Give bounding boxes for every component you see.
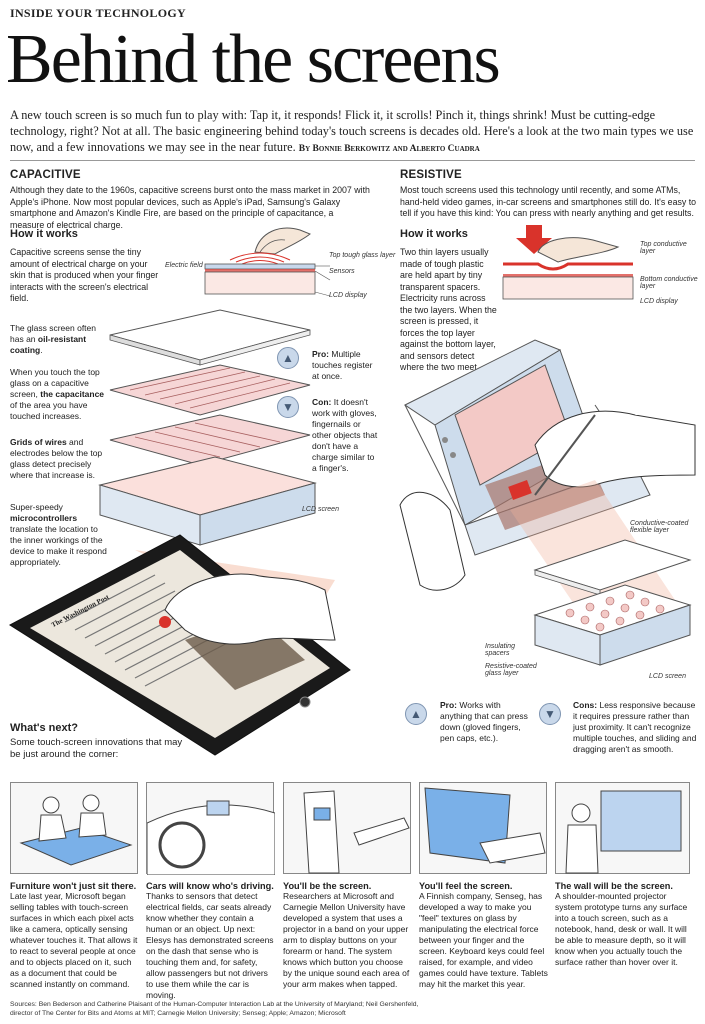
resistive-cons-label: Cons: bbox=[573, 700, 598, 710]
panel-furniture: Furniture won't just sit there. Late las… bbox=[10, 881, 140, 990]
panel-arm-image bbox=[283, 782, 411, 874]
label-lcd-screen-capacitive: LCD screen bbox=[302, 506, 339, 513]
panel-car-title: Cars will know who's driving. bbox=[146, 881, 274, 891]
panel-wall-text: A shoulder-mounted projector system prot… bbox=[555, 891, 688, 967]
capacitive-con: Con: It doesn't work with gloves, finger… bbox=[312, 397, 380, 474]
resistive-pro-text: Works with anything that can press down … bbox=[440, 700, 528, 743]
callout-grid: Grids of wires and electrodes below the … bbox=[10, 437, 105, 481]
callout-micro-pre: Super-speedy bbox=[10, 502, 63, 512]
callout-grid-post: and electrodes below the top glass detec… bbox=[10, 437, 103, 480]
panel-feel-text: A Finnish company, Senseg, has developed… bbox=[419, 891, 548, 989]
callout-glass: The glass screen often has an oil-resist… bbox=[10, 323, 105, 356]
callout-touch-post: of the area you have touched increases. bbox=[10, 400, 88, 421]
panel-feel: You'll feel the screen. A Finnish compan… bbox=[419, 881, 549, 990]
wall-projection-illustration bbox=[565, 790, 682, 874]
panel-feel-image bbox=[419, 782, 547, 874]
capacitive-pro: Pro: Multiple touches register at once. bbox=[312, 349, 378, 382]
sources: Sources: Ben Bederson and Catherine Plai… bbox=[10, 1001, 419, 1017]
panel-furniture-image bbox=[10, 782, 138, 874]
capacitive-title: CAPACITIVE bbox=[10, 169, 81, 181]
kicker: INSIDE YOUR TECHNOLOGY bbox=[10, 6, 186, 20]
label-insulating-spacers: Insulating spacers bbox=[485, 643, 515, 657]
callout-touch: When you touch the top glass on a capaci… bbox=[10, 367, 105, 422]
capacitive-how-title: How it works bbox=[10, 228, 78, 240]
handheld-console-illustration bbox=[399, 339, 696, 666]
intro-paragraph: A new touch screen is so much fun to pla… bbox=[10, 107, 700, 157]
resistive-cons: Cons: Less responsive because it require… bbox=[573, 700, 701, 755]
label-resistive-glass: Resistive-coated glass layer bbox=[485, 663, 537, 677]
intro-text: A new touch screen is so much fun to pla… bbox=[10, 108, 694, 154]
panel-feel-title: You'll feel the screen. bbox=[419, 881, 513, 891]
panel-arm-text: Researchers at Microsoft and Carnegie Me… bbox=[283, 891, 410, 989]
capacitive-pro-text: Multiple touches register at once. bbox=[312, 349, 373, 381]
whats-next-subtitle: Some touch-screen innovations that may b… bbox=[10, 737, 183, 760]
label-top-glass: Top tough glass layer bbox=[329, 252, 396, 259]
thumbs-down-icon: ▼ bbox=[277, 396, 299, 418]
panel-arm: You'll be the screen. Researchers at Mic… bbox=[283, 881, 413, 990]
label-lcd-display: LCD display bbox=[329, 292, 367, 299]
capacitive-con-label: Con: bbox=[312, 397, 332, 407]
capacitive-con-text: It doesn't work with gloves, fingernails… bbox=[312, 397, 378, 473]
header-rule bbox=[10, 160, 695, 161]
resistive-intro: Most touch screens used this technology … bbox=[400, 185, 697, 218]
panel-wall: The wall will be the screen. A shoulder-… bbox=[555, 881, 695, 968]
panel-car-image bbox=[146, 782, 276, 876]
textured-glass-illustration bbox=[424, 787, 546, 864]
panel-arm-title: You'll be the screen. bbox=[283, 881, 372, 891]
capacitive-intro: Although they date to the 1960s, capacit… bbox=[10, 185, 370, 230]
callout-micro-bold: microcontrollers bbox=[10, 513, 78, 523]
capacitive-pro-label: Pro: bbox=[312, 349, 329, 359]
label-sensors: Sensors bbox=[329, 268, 355, 275]
panel-furniture-text: Late last year, Microsoft began selling … bbox=[10, 891, 138, 989]
resistive-layer-diagram bbox=[502, 225, 634, 300]
resistive-title: RESISTIVE bbox=[400, 169, 462, 181]
capacitive-exploded-diagram bbox=[98, 309, 317, 546]
resistive-cons-text: Less responsive because it requires pres… bbox=[573, 700, 697, 754]
callout-grid-bold: Grids of wires bbox=[10, 437, 67, 447]
resistive-pro-label: Pro: bbox=[440, 700, 457, 710]
resistive-pro: Pro: Works with anything that can press … bbox=[440, 700, 530, 744]
capacitive-how-text: Capacitive screens sense the tiny amount… bbox=[10, 247, 159, 303]
callout-glass-bold: oil-resistant coating bbox=[10, 334, 87, 355]
label-electric-field: Electric field bbox=[165, 262, 203, 269]
resistive-thumbs-down-icon: ▼ bbox=[539, 703, 561, 725]
panel-wall-title: The wall will be the screen. bbox=[555, 881, 673, 891]
panel-wall-image bbox=[555, 782, 690, 874]
callout-micro-post: translate the location to the inner work… bbox=[10, 524, 107, 567]
panel-furniture-title: Furniture won't just sit there. bbox=[10, 881, 137, 891]
headline: Behind the screens bbox=[6, 21, 501, 98]
label-bottom-conductive: Bottom conductive layer bbox=[640, 276, 698, 290]
callout-glass-post: . bbox=[40, 345, 43, 355]
callout-micro: Super-speedy microcontrollers translate … bbox=[10, 502, 110, 568]
tablet-illustration bbox=[9, 534, 351, 756]
table-illustration bbox=[19, 794, 133, 866]
arm-projector-illustration bbox=[303, 790, 410, 874]
panel-car: Cars will know who's driving. Thanks to … bbox=[146, 881, 276, 1001]
capacitive-layer-diagram bbox=[204, 227, 331, 297]
callout-touch-pre: When you touch the top glass on a capaci… bbox=[10, 367, 100, 399]
whats-next-title: What's next? bbox=[10, 722, 79, 734]
resistive-thumbs-up-icon: ▲ bbox=[405, 703, 427, 725]
label-flexible-layer: Conductive-coated flexible layer bbox=[630, 520, 689, 534]
car-dash-illustration bbox=[146, 800, 276, 876]
resistive-how-text: Two thin layers usually made of tough pl… bbox=[400, 247, 497, 372]
thumbs-up-icon: ▲ bbox=[277, 347, 299, 369]
label-top-conductive: Top conductive layer bbox=[640, 241, 687, 255]
callout-glass-pre: The glass screen often has an bbox=[10, 323, 96, 344]
resistive-how-title: How it works bbox=[400, 228, 468, 240]
callout-touch-bold: the capacitance bbox=[40, 389, 105, 399]
panel-car-text: Thanks to sensors that detect electrical… bbox=[146, 891, 274, 1000]
byline: By Bonnie Berkowitz and Alberto Cuadra bbox=[298, 144, 480, 154]
label-resistive-lcd: LCD display bbox=[640, 298, 678, 305]
label-resistive-lcd-screen: LCD screen bbox=[649, 673, 686, 680]
